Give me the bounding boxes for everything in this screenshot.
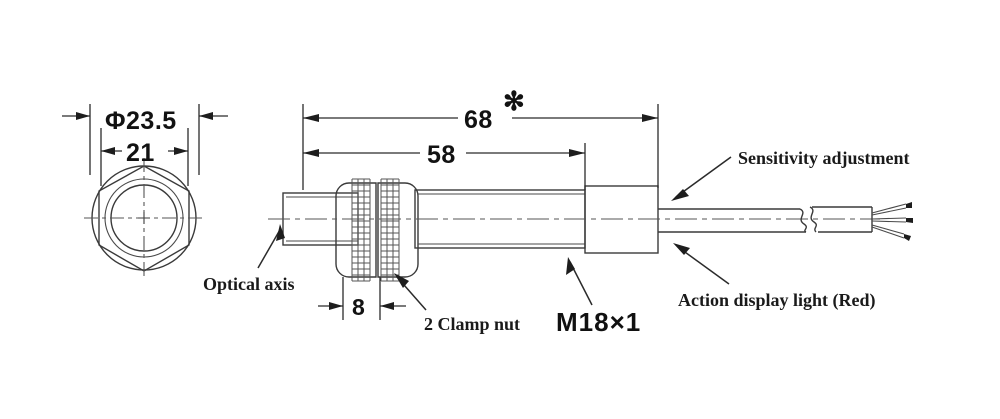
arrow-thread	[566, 257, 575, 275]
arrow-sensitivity	[671, 189, 689, 201]
clamp-nut-1-hatching	[351, 178, 371, 282]
arrow-flat-right	[174, 147, 188, 155]
arrow-dia-right	[199, 112, 213, 120]
drawing-text: Φ23.5 21 68 ✻ 58 8 Optical axis 2 Clamp …	[105, 86, 910, 337]
leader-lines	[257, 156, 732, 311]
label-optical-axis: Optical axis	[203, 274, 295, 294]
front-view-group	[84, 158, 204, 278]
arrow-optical-axis	[276, 224, 285, 241]
dim-text-body-length: 58	[427, 141, 456, 169]
dim-text-nut-width: 8	[352, 294, 365, 320]
arrow-action-light	[673, 243, 690, 255]
dim-text-diameter: Φ23.5	[105, 107, 177, 135]
clamp-nut-2	[377, 182, 419, 278]
cable-wires	[871, 202, 913, 241]
dim-text-across-flats: 21	[126, 139, 155, 167]
arrow-58-left	[303, 149, 319, 157]
clamp-nut-2-hatching	[380, 178, 400, 282]
arrow-8-right	[380, 302, 394, 310]
leader-optical-axis	[257, 227, 282, 269]
label-sensitivity-adjustment: Sensitivity adjustment	[738, 148, 910, 168]
clamp-nut-1	[335, 182, 377, 278]
side-view-dimensions	[302, 104, 659, 320]
leader-sensitivity	[675, 156, 732, 198]
front-view-dimensions	[62, 104, 228, 186]
arrow-68-right	[642, 114, 658, 122]
arrow-8-left	[329, 302, 343, 310]
side-view-group	[268, 178, 880, 282]
label-clamp-nut: 2 Clamp nut	[424, 314, 520, 334]
length-note-asterisk: ✻	[503, 86, 525, 116]
dim-text-total-length: 68	[464, 106, 493, 134]
label-action-display-light: Action display light (Red)	[678, 290, 876, 311]
cable-group	[658, 202, 913, 241]
cable-break-symbol-lower	[809, 206, 817, 233]
cable-break-symbol-upper	[799, 208, 807, 233]
arrow-68-left	[303, 114, 319, 122]
arrow-dia-left	[76, 112, 90, 120]
arrow-flat-left	[101, 147, 115, 155]
leader-action-light	[677, 246, 730, 285]
arrow-58-right	[569, 149, 585, 157]
label-thread: M18×1	[556, 307, 641, 337]
arrow-clamp-nut	[394, 273, 409, 288]
